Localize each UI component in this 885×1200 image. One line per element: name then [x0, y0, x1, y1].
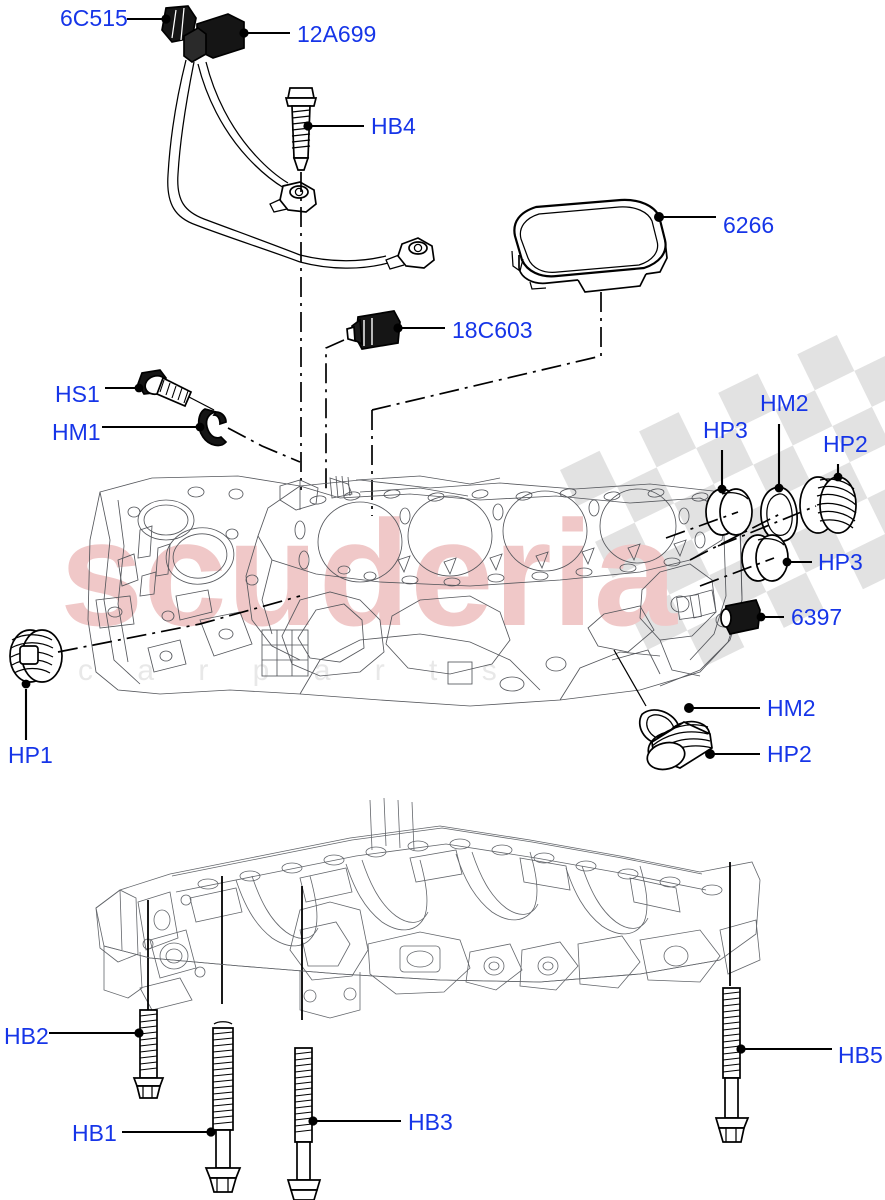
callout-HP2-upper[interactable]: HP2	[823, 431, 868, 482]
cylinder-block-lower-illustration	[95, 797, 761, 1020]
callout-HB4[interactable]: HB4	[303, 113, 416, 139]
watermark-brand: scuderia	[60, 489, 679, 657]
callout-6266[interactable]: 6266	[654, 212, 774, 238]
callout-HM2-upper[interactable]: HM2	[760, 390, 809, 493]
callout-label-HP2-upper: HP2	[823, 431, 868, 457]
callout-label-HP3-upper: HP3	[703, 417, 748, 443]
long-main-bearing-bolt-illustration	[204, 1021, 242, 1193]
core-plug-set-upper-illustration	[665, 476, 857, 587]
callout-label-HM2-lower: HM2	[767, 695, 816, 721]
callout-HP3-upper[interactable]: HP3	[703, 417, 748, 494]
callout-label-HS1: HS1	[55, 381, 100, 407]
wiring-harness-clip-illustration	[161, 5, 197, 43]
callout-HP3-lower[interactable]: HP3	[782, 549, 863, 575]
cylinder-block-access-cover-illustration	[371, 198, 668, 516]
callout-label-HB3: HB3	[408, 1109, 453, 1135]
callout-HB3[interactable]: HB3	[308, 1109, 453, 1135]
callout-label-HP1: HP1	[8, 742, 53, 768]
callout-18C603[interactable]: 18C603	[393, 317, 533, 343]
callout-label-HB1: HB1	[72, 1120, 117, 1146]
callout-label-18C603: 18C603	[452, 317, 533, 343]
core-plug-front-illustration	[9, 595, 301, 683]
dowel-pin-illustration	[720, 599, 761, 635]
callout-HP1[interactable]: HP1	[8, 679, 53, 768]
callout-HM1[interactable]: HM1	[52, 419, 205, 445]
knock-sensor-bolt-illustration	[284, 87, 318, 490]
callout-HM2-lower[interactable]: HM2	[684, 695, 816, 721]
callout-label-HB5: HB5	[838, 1042, 883, 1068]
callout-HP2-lower[interactable]: HP2	[705, 741, 812, 767]
callout-HB1[interactable]: HB1	[72, 1120, 216, 1146]
stud-bolt-illustration	[137, 369, 215, 411]
callout-label-HB2: HB2	[4, 1023, 49, 1049]
callout-label-6397: 6397	[791, 604, 842, 630]
callout-HB5[interactable]: HB5	[736, 1042, 883, 1068]
callout-label-12A699: 12A699	[297, 21, 376, 47]
short-flange-bolt-illustration	[132, 1009, 165, 1099]
callout-HS1[interactable]: HS1	[55, 381, 144, 407]
core-plug-set-lower-illustration	[613, 649, 713, 771]
cylinder-block-upper-illustration	[87, 475, 743, 707]
medium-flange-bolt-illustration	[286, 1047, 322, 1200]
callout-6397[interactable]: 6397	[756, 604, 843, 630]
callout-label-6266: 6266	[723, 212, 774, 238]
callout-label-HM2-upper: HM2	[760, 390, 809, 416]
callout-12A699[interactable]: 12A699	[239, 21, 376, 47]
coolant-temperature-sensor-illustration	[325, 310, 401, 492]
callout-label-6C515: 6C515	[60, 5, 128, 31]
callout-label-HP3-lower: HP3	[818, 549, 863, 575]
callout-HB2[interactable]: HB2	[4, 1023, 144, 1049]
callout-label-HB4: HB4	[371, 113, 416, 139]
callout-label-HP2-lower: HP2	[767, 741, 812, 767]
callout-label-HM1: HM1	[52, 419, 101, 445]
ladder-frame-bolt-illustration	[714, 987, 750, 1143]
knock-sensor-harness-illustration	[167, 13, 435, 270]
callout-6C515[interactable]: 6C515	[60, 5, 171, 31]
